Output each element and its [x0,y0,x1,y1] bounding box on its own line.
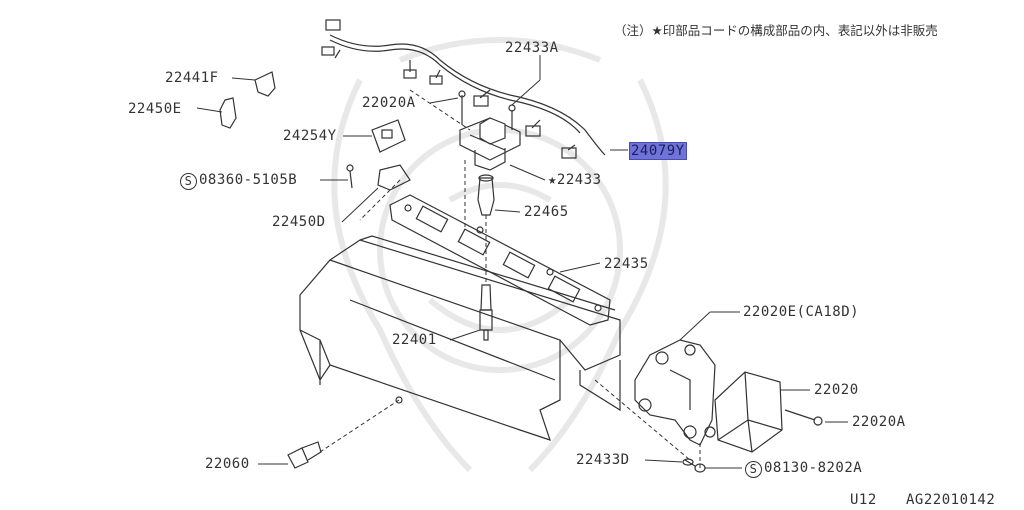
label-22435[interactable]: 22435 [604,256,649,272]
distributor-module [704,371,783,453]
screw-symbol-icon: S [180,173,197,190]
distributor-bracket [634,339,716,446]
label-22401[interactable]: 22401 [392,332,437,348]
cylinder-head [299,235,621,441]
bracket-22441F [254,71,276,97]
label-22020[interactable]: 22020 [814,382,859,398]
label-24079Y[interactable]: 24079Y [629,142,687,160]
note-text: （注）★印部品コードの構成部品の内、表記以外は非販売 [614,23,938,38]
label-22450D[interactable]: 22450D [272,214,326,230]
bracket-24254Y [371,119,406,153]
screw-symbol-icon: S [745,461,762,478]
ignition-coil [459,117,521,171]
label-22433[interactable]: ★22433 [548,172,602,188]
label-22433A[interactable]: 22433A [505,40,559,56]
label-22450E[interactable]: 22450E [128,101,182,117]
label-24254Y[interactable]: 24254Y [283,128,337,144]
bolt-08130 [684,459,706,473]
leader-lines [196,55,848,469]
bracket-22450D [377,164,411,191]
washer-22433D [682,458,694,466]
label-22060[interactable]: 22060 [205,456,250,472]
label-22020A-bottom[interactable]: 22020A [852,414,906,430]
sensor-22060 [287,396,403,469]
plug-boot [477,174,495,216]
footer-code: AG22010142 [906,492,996,508]
spark-plug-cover-plate [389,194,611,326]
label-22433D[interactable]: 22433D [576,452,630,468]
label-22441F[interactable]: 22441F [165,70,219,86]
highlighted-part-number[interactable]: 24079Y [629,142,687,160]
screw-08360 [346,164,354,189]
label-22020E[interactable]: 22020E(CA18D) [743,304,860,320]
spark-plug [479,284,493,341]
label-22020A-top[interactable]: 22020A [362,95,416,111]
assembly-guide-lines [319,89,701,468]
footer-model: U12 [850,492,877,508]
sensor-22450E [219,97,237,129]
wiring-harness [321,19,606,159]
part-number-08130: 08130-8202A [764,460,863,476]
label-22465[interactable]: 22465 [524,204,569,220]
bolt-22020A-bottom [784,409,823,426]
part-number-08360: 08360-5105B [199,172,298,188]
